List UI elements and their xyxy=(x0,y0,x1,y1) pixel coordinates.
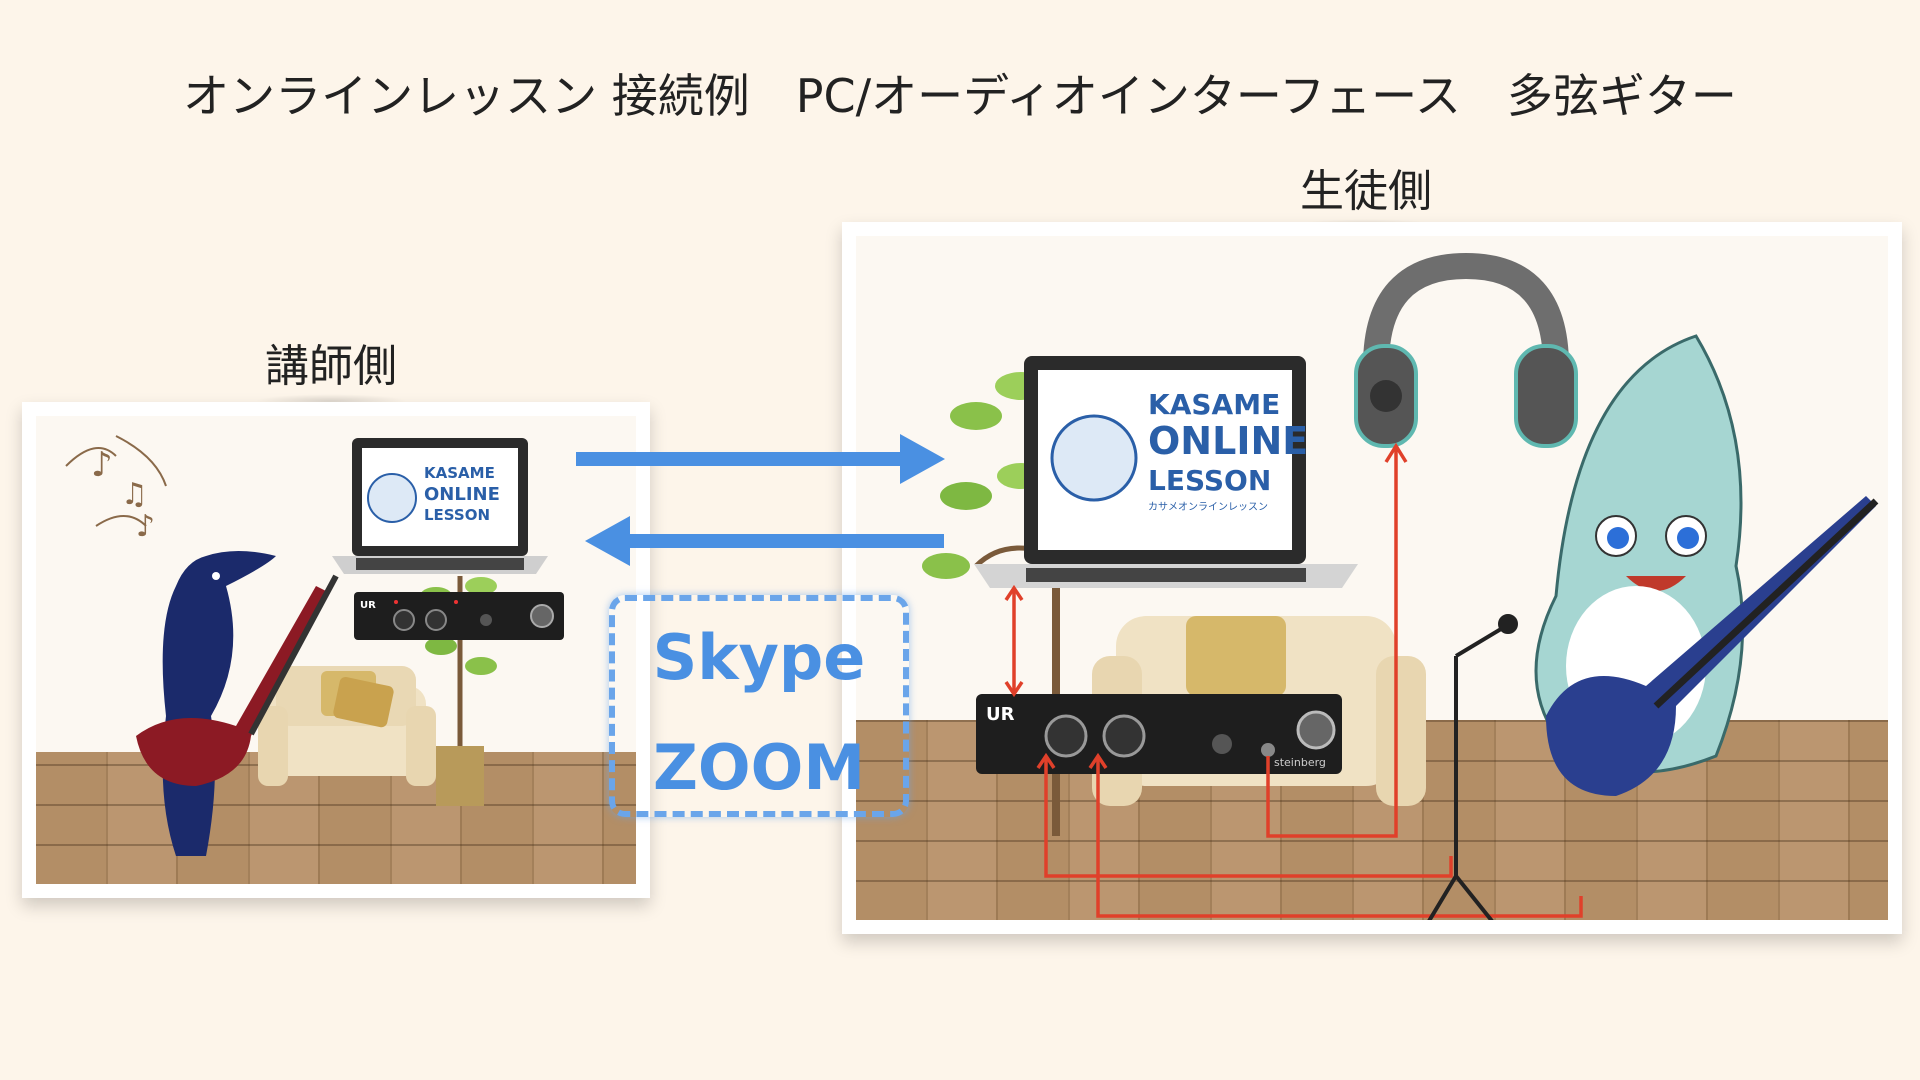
teacher-room-scene: ♪ ♫ ♪ xyxy=(36,416,636,884)
teacher-shark-guitarist-icon xyxy=(136,551,339,856)
teacher-side-label: 講師側 xyxy=(255,330,407,408)
student-interface-brand: steinberg xyxy=(1274,756,1326,769)
student-laptop-icon xyxy=(974,356,1358,588)
teacher-screen-line1: KASAME xyxy=(424,464,495,482)
skype-label: Skype xyxy=(652,621,866,694)
student-interface-model: UR xyxy=(986,704,1015,725)
armchair-icon xyxy=(258,666,436,786)
teacher-screen-line2: ONLINE xyxy=(424,484,500,505)
microphone-stand-icon xyxy=(1427,614,1518,920)
input1-cable xyxy=(1044,756,1453,878)
teacher-laptop-icon xyxy=(332,438,548,574)
student-screen-line3: LESSON xyxy=(1148,464,1271,497)
teacher-interface-model: UR xyxy=(360,600,376,611)
student-screen-line1: KASAME xyxy=(1148,388,1280,421)
student-screen-line2: ONLINE xyxy=(1148,419,1308,463)
svg-text:♪: ♪ xyxy=(136,509,155,544)
student-scene-illustration: KASAME ONLINE LESSON カサメオンラインレッスン UR s xyxy=(922,252,1879,920)
cable-connections xyxy=(1004,442,1583,918)
headphone-cable xyxy=(1266,446,1398,838)
svg-text:♪: ♪ xyxy=(91,445,113,485)
svg-text:♫: ♫ xyxy=(121,477,148,512)
teacher-screen-line3: LESSON xyxy=(424,506,490,524)
student-panel: KASAME ONLINE LESSON カサメオンラインレッスン UR s xyxy=(842,222,1902,934)
student-room-scene: KASAME ONLINE LESSON カサメオンラインレッスン UR s xyxy=(856,236,1888,920)
input2-cable xyxy=(1096,756,1583,918)
student-shark-guitarist-icon xyxy=(1534,334,1879,796)
diagram-title: オンラインレッスン 接続例 PC/オーディオインターフェース 多弦ギター xyxy=(183,69,1737,123)
student-screen-sub: カサメオンラインレッスン xyxy=(1148,501,1268,513)
student-side-label: 生徒側 xyxy=(1290,155,1442,233)
teacher-scene-illustration: ♪ ♫ ♪ xyxy=(65,435,564,856)
student-audio-interface-icon xyxy=(976,694,1342,774)
zoom-label: ZOOM xyxy=(652,731,866,804)
headphones-icon xyxy=(1354,252,1578,448)
music-notes-icon: ♪ ♫ ♪ xyxy=(91,445,155,544)
connection-service-box: Skype ZOOM xyxy=(609,595,909,817)
teacher-audio-interface-icon xyxy=(354,592,564,640)
teacher-panel: ♪ ♫ ♪ xyxy=(22,402,650,898)
